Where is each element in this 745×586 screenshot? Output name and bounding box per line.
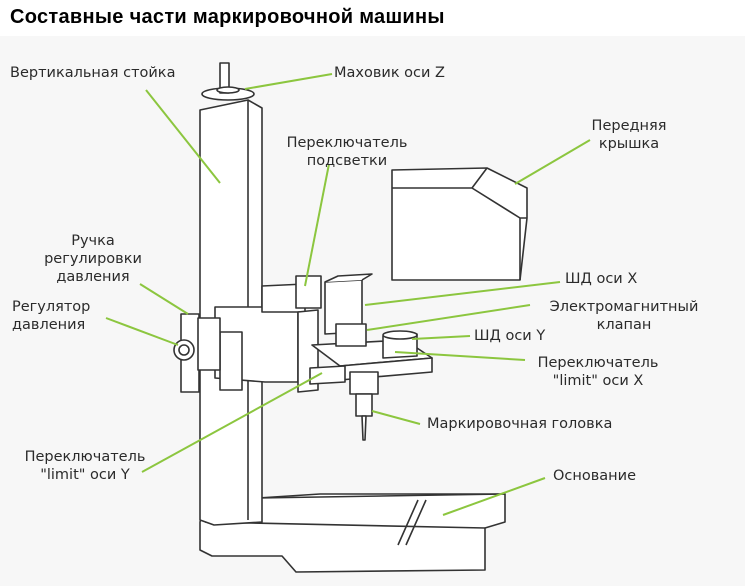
solenoid-valve <box>335 323 367 347</box>
label-marking-head: Маркировочная головка <box>427 416 613 432</box>
base-top-edge <box>257 493 506 499</box>
y-slide <box>309 365 346 385</box>
front-cover <box>391 167 528 281</box>
leader-solenoid-valve <box>366 304 531 331</box>
leader-front-cover <box>514 139 591 185</box>
leader-marking-head <box>371 410 421 425</box>
leader-vertical-column <box>145 89 221 184</box>
label-pressure-regulator: Регулятор давления <box>12 299 91 333</box>
label-vertical-column: Вертикальная стойка <box>10 65 176 81</box>
leader-x-limit <box>394 351 526 361</box>
leader-x-stepper <box>364 281 561 306</box>
x-stepper-top <box>324 273 373 283</box>
label-solenoid-valve: Электромагнитный клапан <box>549 299 699 333</box>
leader-y-limit <box>141 372 323 473</box>
base-slot <box>397 499 427 546</box>
leader-pressure-knob <box>139 283 189 315</box>
handwheel-hub <box>216 86 240 94</box>
front-cover-edge <box>392 167 527 280</box>
leader-light-switch <box>304 163 330 287</box>
label-light-switch: Переключатель подсветки <box>286 135 408 169</box>
label-y-limit: Переключатель "limit" оси Y <box>24 449 146 483</box>
leader-base <box>442 477 546 516</box>
label-base: Основание <box>553 468 636 484</box>
knob-holder <box>197 317 221 371</box>
leader-lines <box>105 73 591 516</box>
label-pressure-knob: Ручка регулировки давления <box>44 233 142 285</box>
light-switch-box <box>295 275 322 309</box>
page-title: Составные части маркировочной машины <box>10 6 445 28</box>
head-body <box>355 393 373 417</box>
leader-z-handwheel <box>244 73 333 90</box>
label-x-limit: Переключатель "limit" оси X <box>537 355 659 389</box>
label-x-stepper: ШД оси X <box>565 271 638 287</box>
head-mount <box>349 371 379 395</box>
marking-needle <box>361 415 367 441</box>
pressure-knob-hub <box>178 344 190 356</box>
label-front-cover: Передняя крышка <box>591 118 667 152</box>
label-y-stepper: ШД оси Y <box>474 328 546 344</box>
machine-drawing <box>105 62 591 573</box>
y-stepper-cap <box>382 330 418 340</box>
leader-pressure-regulator <box>105 317 179 346</box>
leader-y-stepper <box>411 335 471 340</box>
label-z-handwheel: Маховик оси Z <box>334 65 445 81</box>
diagram-figure: Вертикальная стойка Маховик оси Z Перекл… <box>0 36 745 586</box>
pressure-valve-body <box>219 331 243 391</box>
